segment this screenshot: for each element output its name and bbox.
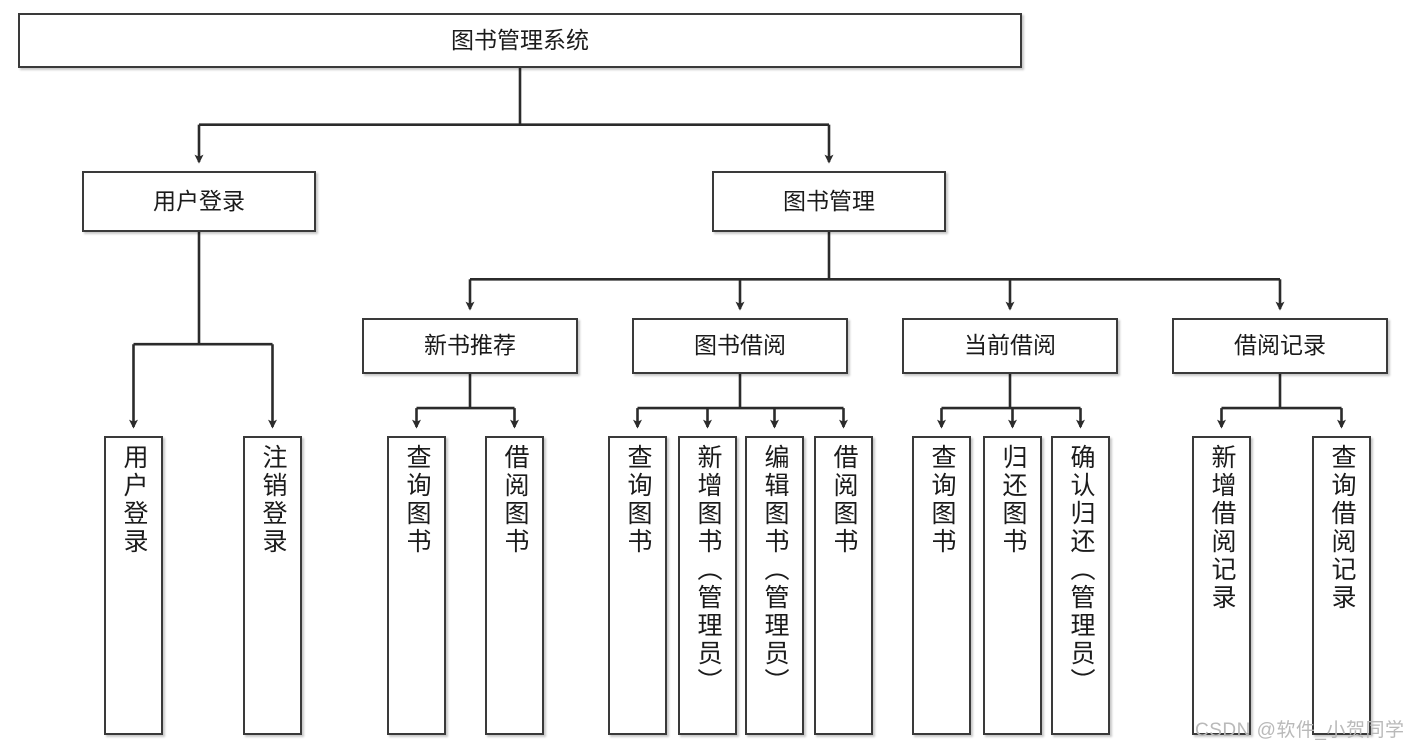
- node-leaf-cl-query[interactable]: 查询图书: [912, 436, 971, 735]
- node-label: 用户登录: [153, 187, 245, 214]
- node-l2-user-login[interactable]: 用户登录: [82, 171, 316, 232]
- node-leaf-bb-add[interactable]: 新增图书（管理员）: [678, 436, 737, 735]
- node-label: 借阅图书: [501, 444, 529, 556]
- node-leaf-user-login[interactable]: 用户登录: [104, 436, 163, 735]
- node-l3-book-borrow[interactable]: 图书借阅: [632, 318, 848, 374]
- node-leaf-bb-edit[interactable]: 编辑图书（管理员）: [745, 436, 804, 735]
- node-label: 新增图书（管理员）: [694, 444, 722, 696]
- node-label: 新书推荐: [424, 332, 516, 359]
- node-label: 查询图书: [624, 444, 652, 556]
- node-label: 当前借阅: [964, 332, 1056, 359]
- node-leaf-cl-return[interactable]: 归还图书: [983, 436, 1042, 735]
- node-leaf-bb-query[interactable]: 查询图书: [608, 436, 667, 735]
- node-l2-book-manage[interactable]: 图书管理: [712, 171, 946, 232]
- node-leaf-bb-borrow[interactable]: 借阅图书: [814, 436, 873, 735]
- node-leaf-lr-add[interactable]: 新增借阅记录: [1192, 436, 1251, 735]
- node-l3-new-book-rec[interactable]: 新书推荐: [362, 318, 578, 374]
- node-label: 查询图书: [928, 444, 956, 556]
- node-label: 新增借阅记录: [1208, 444, 1236, 612]
- node-label: 图书借阅: [694, 332, 786, 359]
- node-label: 编辑图书（管理员）: [761, 444, 789, 696]
- node-l3-current-loan[interactable]: 当前借阅: [902, 318, 1118, 374]
- node-label: 查询借阅记录: [1328, 444, 1356, 612]
- node-root[interactable]: 图书管理系统: [18, 13, 1022, 68]
- node-label: 注销登录: [259, 444, 287, 556]
- node-label: 图书管理系统: [451, 26, 589, 53]
- csdn-watermark: CSDN @软件_小贺同学: [1195, 720, 1405, 741]
- node-leaf-lr-query[interactable]: 查询借阅记录: [1312, 436, 1371, 735]
- node-label: 归还图书: [999, 444, 1027, 556]
- node-l3-loan-record[interactable]: 借阅记录: [1172, 318, 1388, 374]
- node-label: 借阅记录: [1234, 332, 1326, 359]
- node-leaf-cl-confirm[interactable]: 确认归还（管理员）: [1051, 436, 1110, 735]
- node-leaf-rec-query[interactable]: 查询图书: [387, 436, 446, 735]
- node-label: 用户登录: [120, 444, 148, 556]
- node-label: 借阅图书: [830, 444, 858, 556]
- node-label: 查询图书: [403, 444, 431, 556]
- node-label: 图书管理: [783, 187, 875, 214]
- node-leaf-rec-borrow[interactable]: 借阅图书: [485, 436, 544, 735]
- node-label: 确认归还（管理员）: [1067, 444, 1095, 696]
- node-leaf-user-logout[interactable]: 注销登录: [243, 436, 302, 735]
